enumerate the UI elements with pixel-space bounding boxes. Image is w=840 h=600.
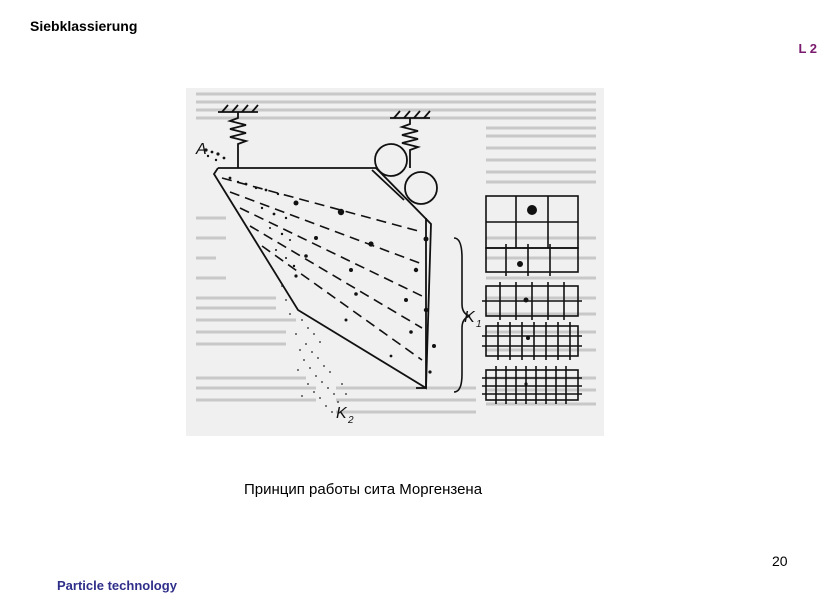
k2-subscript: 2 — [347, 415, 354, 426]
mogensen-sizer-figure: A K 1 K 2 — [186, 88, 604, 436]
particles — [204, 148, 436, 374]
background-text-lines — [196, 92, 596, 414]
mesh-particles — [517, 205, 537, 386]
figure-caption: Принцип работы сита Моргензена — [244, 481, 483, 498]
feed-label: A — [195, 141, 207, 158]
k1-bracket — [453, 237, 471, 393]
sieve-decks — [221, 177, 423, 361]
k1-label: K — [464, 309, 476, 326]
k2-label: K — [336, 405, 348, 422]
page-number: 20 — [772, 553, 788, 569]
slide-code: L 2 — [798, 41, 817, 56]
sizer-diagram: A K 1 K 2 — [195, 92, 596, 426]
mesh-samples — [482, 195, 582, 404]
footer-text: Particle technology — [57, 578, 177, 593]
sizer-frame — [212, 104, 438, 390]
fines-stream — [281, 285, 347, 413]
k1-subscript: 1 — [476, 319, 482, 330]
slide-title: Siebklassierung — [30, 18, 138, 34]
